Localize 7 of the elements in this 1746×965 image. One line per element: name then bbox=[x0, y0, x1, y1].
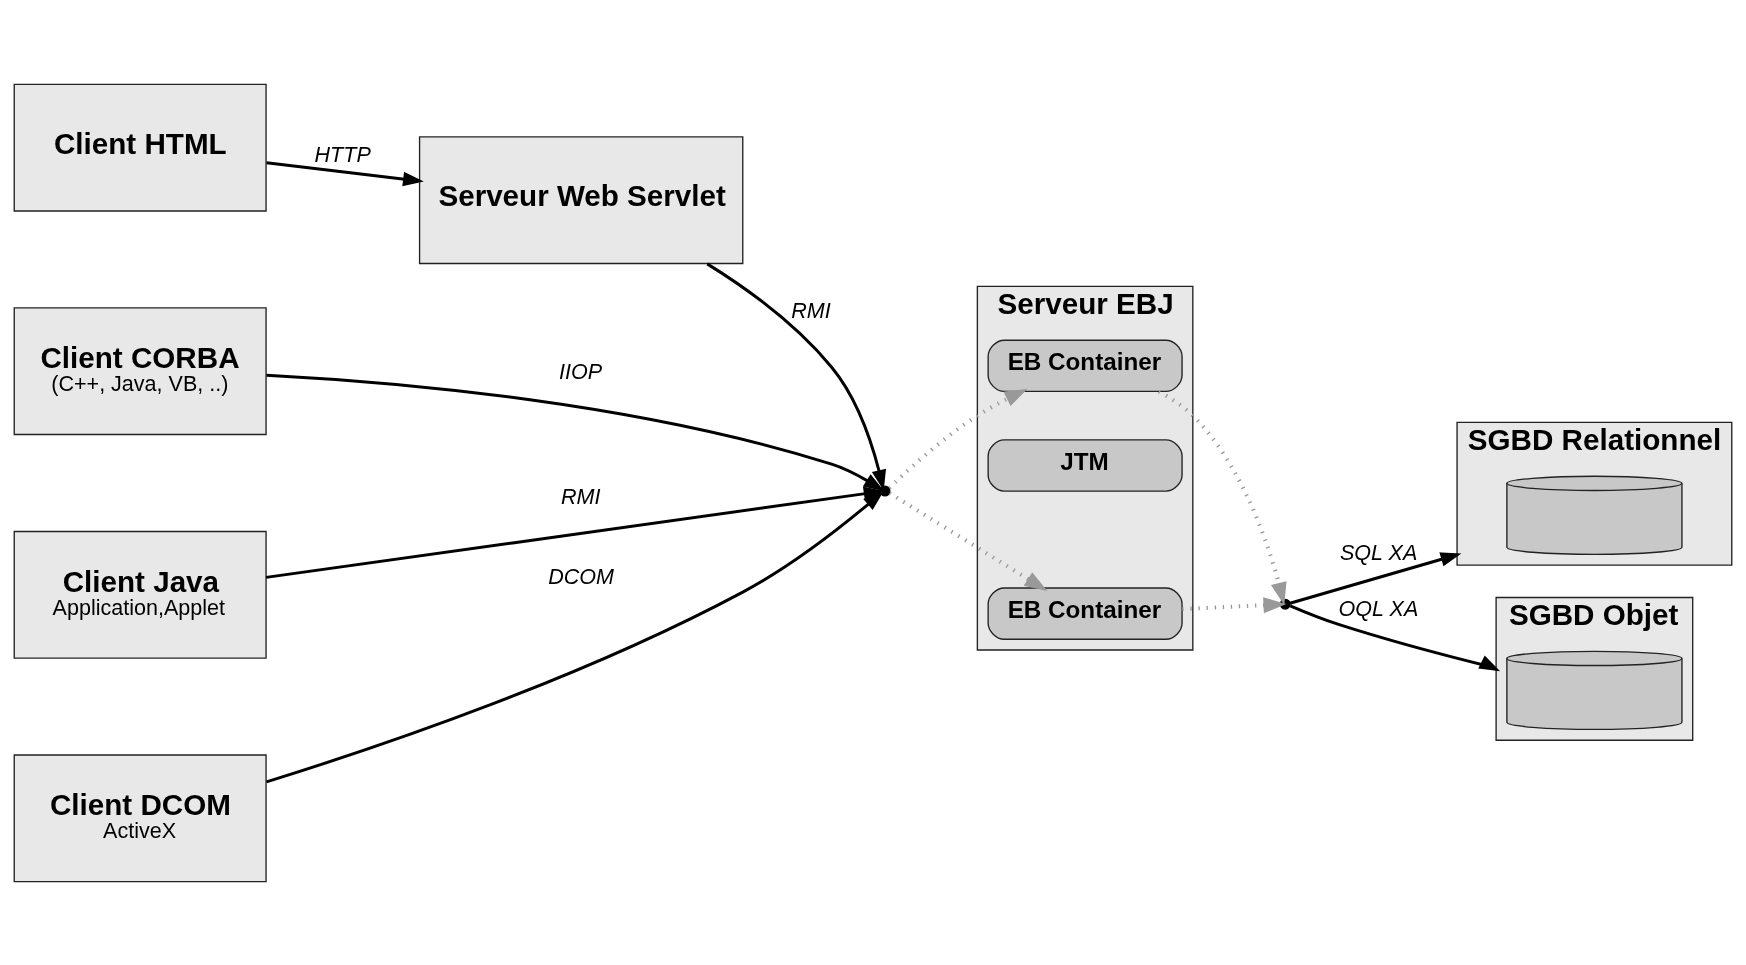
edge-label: IIOP bbox=[558, 359, 603, 384]
edge-label: DCOM bbox=[548, 564, 614, 589]
edge-label: OQL XA bbox=[1338, 596, 1419, 621]
edge-label: RMI bbox=[791, 298, 831, 323]
edge-label: SQL XA bbox=[1339, 539, 1418, 564]
edge-label: HTTP bbox=[314, 142, 371, 167]
edge-label: RMI bbox=[560, 484, 601, 509]
